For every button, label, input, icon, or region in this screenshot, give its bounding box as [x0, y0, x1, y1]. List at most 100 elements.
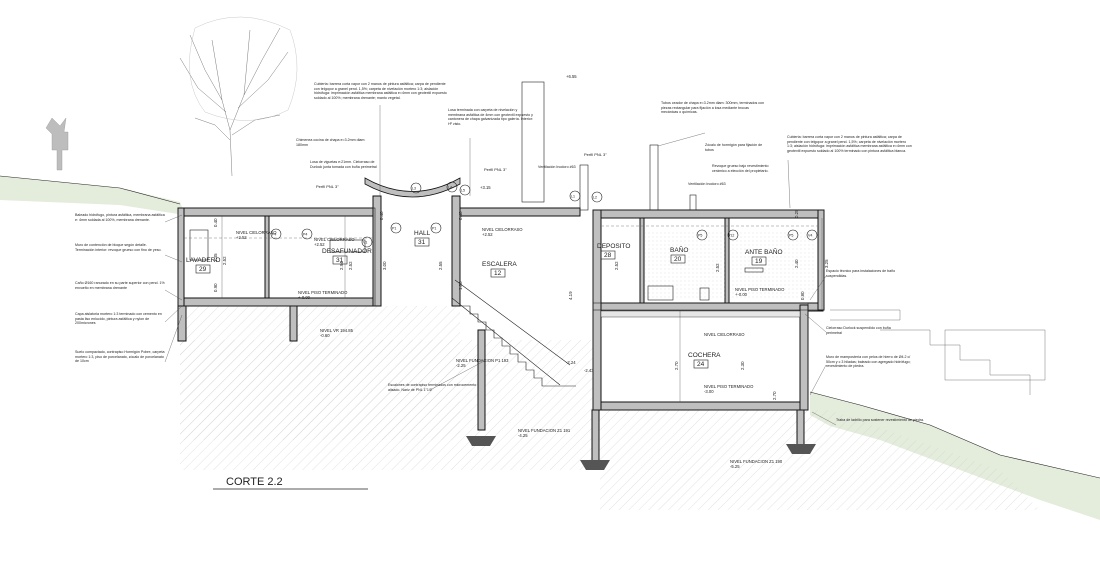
wall-garage-right [799, 304, 809, 411]
sink [744, 267, 764, 273]
footing-2 [580, 460, 610, 470]
stair [455, 305, 576, 387]
wall-deposit [639, 217, 645, 304]
note-ventilacion-1: Ventilación Inodoro #63 [538, 165, 576, 169]
callout-notes: Cubierta: barrera corta vapor con 2 mano… [75, 82, 924, 422]
room-tag: 31 [418, 239, 426, 246]
bathtub [647, 285, 674, 301]
level-label: NIVEL PISO TERMINADO+-0.00 [298, 290, 348, 300]
tag: P5 [698, 234, 702, 238]
dimension: 3.35 [213, 253, 218, 262]
room-labels: LAVADERO 29 DESAFUNADOR 31 HALL 31 ESCAL… [186, 230, 783, 369]
level-label: NIVEL CIELORRASO+2.52 [236, 230, 277, 240]
room-tag: 28 [604, 252, 612, 259]
roof-slab-left [179, 207, 376, 217]
level-label: NIVEL FUNDACION Z1 191-4.25 [518, 428, 571, 438]
chimney-2 [649, 144, 659, 211]
chimney-3 [689, 194, 697, 211]
tag: L2 [593, 196, 597, 200]
stair-rail-2 [451, 297, 561, 386]
soil-hatch-right [600, 410, 1040, 510]
note-zocalo: Zócalo de hormigón para fijación de tubo… [705, 143, 763, 152]
dimension: 3.00 [382, 261, 387, 270]
tag: V4 [808, 234, 812, 238]
room-label: DEPOSITO [597, 243, 630, 250]
dimension: 0.90 [213, 283, 218, 292]
level-label: NIVEL VR 194.85-0.60 [320, 328, 354, 338]
wall-left [177, 207, 185, 307]
tag: L4 [448, 186, 452, 190]
soil-hatch-under [180, 306, 460, 440]
antebath-tiles [730, 230, 815, 300]
cabinet-lav [189, 229, 209, 261]
exterior-block [944, 329, 1046, 381]
note-perfil-3: Perfil PNL 3" [584, 152, 607, 157]
ground-line-left [0, 175, 181, 205]
dimension: 2.30 [740, 361, 745, 370]
drawing-title: CORTE 2.2 [213, 476, 368, 490]
stair-rail [454, 279, 571, 366]
column-2 [477, 329, 486, 431]
building [177, 81, 1046, 470]
room-tag: 29 [199, 266, 207, 273]
room-tag: 12 [494, 270, 502, 277]
note-escalones: Escalones de contrapiso terminados con m… [388, 383, 477, 392]
dimension: 0.40 [458, 211, 463, 220]
chimney-1 [521, 81, 545, 203]
wall-hall-left [372, 195, 382, 307]
note-muro-contencion: Muro de contención de bloque según detal… [75, 243, 162, 252]
room-label: ESCALERA [482, 261, 517, 268]
column-1 [289, 305, 298, 342]
note-baleado: Baleado hidrófugo, pintura asfáltica, me… [75, 213, 165, 222]
dimension: 2.55 [438, 261, 443, 270]
level-label: NIVEL FUNDACION P1 193-2.25 [456, 358, 509, 368]
cabinet-desay [329, 239, 366, 253]
note-cielorraso-durlock: Cielorraso Durlock suspendido con buña p… [826, 326, 891, 335]
chimney-4 [579, 164, 589, 211]
curved-roof [364, 177, 461, 198]
exterior-platform [830, 309, 901, 321]
level-markers: NIVEL CIELORRASO+2.52 NIVEL CIELORRASO+2… [236, 74, 785, 469]
footing-1 [466, 436, 496, 446]
tag: P5 [789, 234, 793, 238]
note-cubierta-left: Cubierta: barrera corta vapor con 2 mano… [314, 82, 447, 101]
toilet [699, 287, 710, 301]
upper-right-volume [592, 209, 825, 311]
dimension: 0.80 [800, 291, 805, 300]
note-muro-mamposteria: Muro de mampostería con pelos de hierro … [826, 355, 911, 369]
tag: P1 [432, 227, 436, 231]
note-cubierta-right: Cubierta: barrera corta vapor con 2 mano… [787, 135, 912, 154]
level-label: +6.55 [566, 74, 577, 79]
note-tubos: Tubos ceador de chapa e=3.2mm diam: 300m… [661, 101, 765, 115]
note-perfil-2: Perfil PNL 3" [484, 167, 507, 172]
tag: P1 [392, 227, 396, 231]
note-capa-aislatoria: Capa aislatoria mortero 1:3 terminado co… [75, 312, 162, 326]
column-4 [796, 409, 805, 447]
tag: V12 [728, 234, 734, 238]
note-chimenea: Chimenea cocina de chapa e=3.2mm diam: 1… [296, 138, 366, 147]
note-cano: Caño Ø160 ranurado en su parte superior … [75, 281, 165, 290]
leader-lines [164, 105, 837, 426]
dimension: 0.40 [213, 218, 218, 227]
roof-slab-center [459, 207, 581, 217]
dimension-strings: 3.35 2.52 0.40 0.90 2.94 2.52 0.40 3.00 … [213, 209, 829, 402]
room-label: ANTE BAÑO [745, 247, 783, 256]
room-label: LAVADERO [186, 257, 220, 264]
dimension: 0.25 [794, 209, 799, 218]
dimension: 2.94 [339, 261, 344, 270]
note-losa-terminada: Losa terminada con carpeta de nivelación… [448, 108, 533, 127]
level-label: NIVEL CIELORRASO [704, 332, 745, 337]
garage-ceiling [600, 310, 801, 318]
tag: L1 [571, 195, 575, 199]
tag: L3 [412, 187, 416, 191]
terrain [0, 175, 1100, 520]
tag: V1 [363, 241, 367, 245]
terrain-green-left [0, 176, 185, 215]
dimension: 2.40 [794, 259, 799, 268]
retaining-wall-left [177, 305, 187, 342]
room-tag: 24 [697, 361, 705, 368]
note-suelo: Suelo compactado, contrapiso Hormigón Po… [75, 350, 165, 364]
level-label: -2.24 [566, 360, 576, 365]
note-traba: Traba de ladrillo para sostener revestim… [836, 418, 924, 422]
dimension: 3.25 [824, 259, 829, 268]
